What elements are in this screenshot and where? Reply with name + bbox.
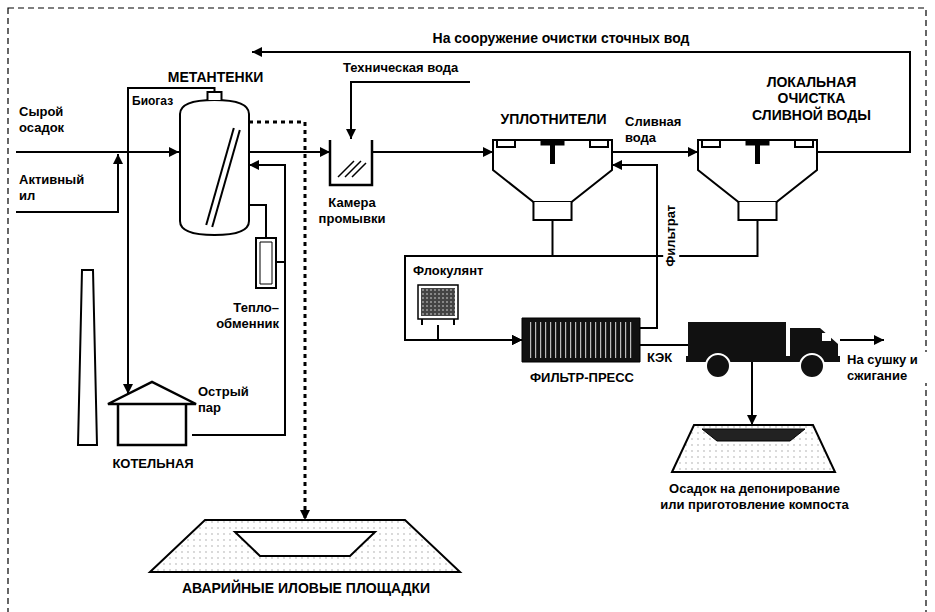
node-caption: Камера промывки — [310, 195, 394, 226]
flocculant-tank: Флокулянт — [418, 285, 458, 325]
house-body — [118, 404, 186, 445]
pile-outline — [672, 425, 835, 472]
chamber-baffles — [338, 161, 366, 177]
filter-press: ФИЛЬТР-ПРЕСС — [522, 318, 640, 362]
bed-outline — [150, 520, 460, 572]
flow-label: КЭК — [646, 350, 673, 366]
flow-note: Техническая вода — [342, 60, 459, 76]
truck-window — [822, 333, 831, 341]
digester-tank-shape — [180, 100, 249, 235]
flocculant-legs — [422, 319, 454, 325]
local-treatment-tank-shape — [698, 140, 817, 220]
output-arrow — [840, 339, 884, 341]
flow-label: Острый пар — [197, 384, 250, 415]
return-water-line — [252, 52, 910, 152]
wash-chamber: Камера промывки — [330, 140, 372, 185]
thickener-body — [493, 140, 612, 202]
mixer-pipe — [206, 128, 234, 225]
flow-note: На сооружение очистки сточных вод — [360, 30, 762, 47]
node-caption: КОТЕЛЬНАЯ — [82, 456, 224, 472]
boiler-house: КОТЕЛЬНАЯ — [112, 382, 192, 445]
sludge-hopper — [738, 202, 776, 220]
pile-top — [702, 429, 805, 441]
filter-press-shape — [522, 318, 640, 362]
gas-nozzle — [208, 92, 222, 100]
raw-sludge-line — [16, 151, 179, 153]
flocculant-box — [418, 285, 458, 319]
node-caption: Осадок на депонирование или приготовлени… — [625, 481, 884, 512]
truck-wheel — [800, 354, 824, 378]
flow-connector — [612, 151, 698, 153]
flocculant-fill — [421, 288, 455, 316]
node-caption: ФИЛЬТР-ПРЕСС — [512, 370, 652, 386]
node-caption: МЕТАНТЕНКИ — [155, 69, 276, 86]
emergency-sludge-beds-shape — [150, 520, 460, 572]
flow-label: Биогаз — [131, 94, 174, 108]
flow-note: Сырой осадок — [18, 104, 65, 135]
emergency-sludge-beds: АВАРИЙНЫЕ ИЛОВЫЕ ПЛОЩАДКИ — [150, 520, 460, 572]
node-caption: УПЛОТНИТЕЛИ — [483, 111, 624, 128]
flow-connector — [438, 325, 522, 340]
house-roof — [108, 382, 196, 404]
tank-outline — [180, 100, 249, 235]
node-caption: Тепло– обменник — [176, 300, 280, 331]
flow-label: Сливная вода — [624, 114, 682, 145]
node-caption: Флокулянт — [412, 263, 514, 279]
press-plates — [528, 322, 634, 358]
dashed-frame — [8, 8, 926, 612]
sludge-pile-shape — [672, 425, 835, 472]
sludge-hopper — [533, 202, 571, 220]
sludge-pile: Осадок на депонирование или приготовлени… — [672, 425, 835, 472]
boiler-house-shape — [112, 382, 192, 445]
wash-chamber-shape — [330, 140, 372, 185]
flow-connector — [612, 165, 657, 328]
exchanger-inner — [260, 242, 272, 284]
center-well — [541, 143, 565, 164]
flow-connector — [249, 151, 330, 153]
active-sludge-line — [16, 154, 118, 212]
press-frame — [522, 318, 640, 362]
thickener-body — [698, 140, 817, 202]
chamber-outline — [330, 140, 372, 185]
flow-connector — [372, 151, 493, 153]
flocculant-tank-shape — [418, 285, 458, 325]
node-caption: ЛОКАЛЬНАЯ ОЧИСТКА СЛИВНОЙ ВОДЫ — [743, 74, 880, 124]
bed-pit — [235, 532, 375, 556]
process-water-line — [351, 82, 470, 139]
truck-wheel — [706, 354, 730, 378]
thickener-shape — [493, 140, 612, 220]
node-caption: АВАРИЙНЫЕ ИЛОВЫЕ ПЛОЩАДКИ — [130, 580, 482, 597]
chimney — [78, 270, 97, 445]
truck-body — [688, 322, 786, 358]
flow-note: Активный ил — [18, 172, 85, 203]
flow-label: Фильтрат — [663, 195, 679, 277]
heat-exchanger-shape — [256, 238, 276, 288]
mixer-pipe — [212, 130, 240, 227]
local-treatment-tank: ЛОКАЛЬНАЯ ОЧИСТКА СЛИВНОЙ ВОДЫ — [698, 140, 817, 220]
exchanger-outline — [256, 238, 276, 288]
center-well — [746, 143, 770, 164]
thickener: УПЛОТНИТЕЛИ — [493, 140, 612, 220]
exchanger-link — [276, 261, 285, 263]
flow-note: На сушку и сжигание — [846, 352, 928, 383]
heat-exchanger: Тепло– обменник — [256, 238, 276, 288]
flow-connector — [249, 205, 266, 238]
digester-tank: МЕТАНТЕНКИ — [180, 100, 249, 235]
